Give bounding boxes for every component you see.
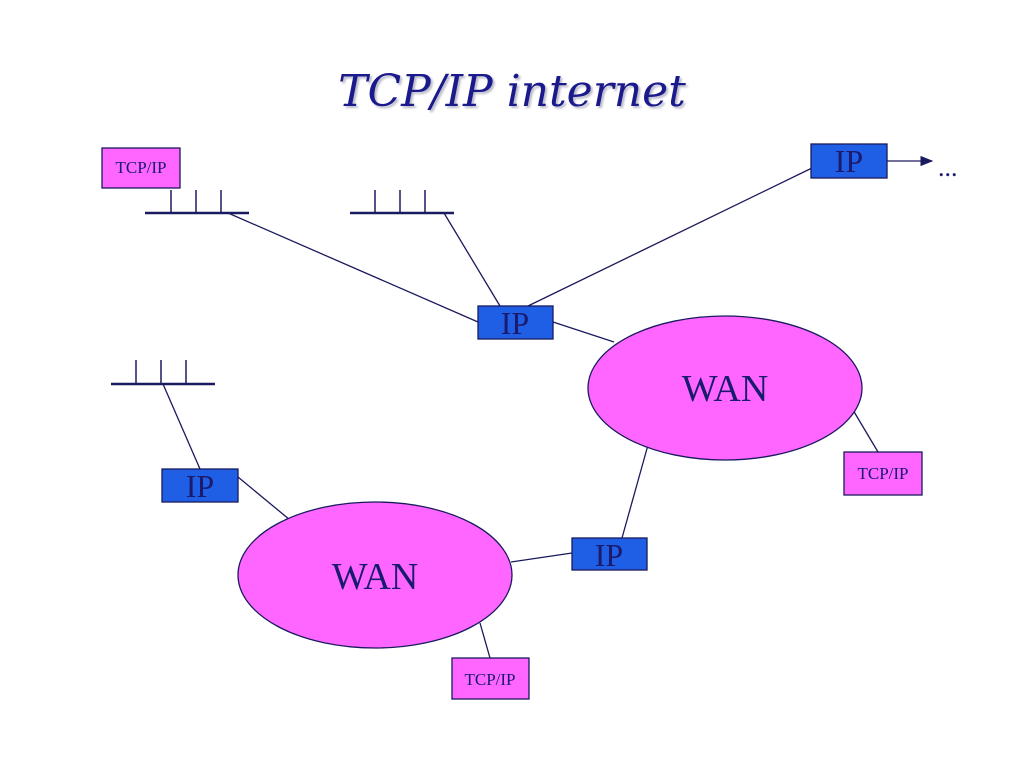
ip-router-bottom: IP — [571, 537, 648, 573]
ip-router-left-label: IP — [186, 468, 214, 504]
tcpip-host-top-left-label: TCP/IP — [115, 158, 166, 177]
link-wan-left-host-bottom — [479, 622, 491, 659]
lan-segment-3 — [111, 360, 215, 386]
ip-router-left: IP — [161, 468, 239, 504]
wan-right: WAN — [587, 315, 863, 461]
link-wan-right-host-right — [852, 409, 879, 453]
lan-segment-1 — [145, 190, 249, 215]
wan-left-label: WAN — [332, 556, 419, 598]
tcpip-host-bottom: TCP/IP — [451, 657, 530, 700]
wan-right-label: WAN — [682, 368, 769, 410]
link-router-center-router-topright — [527, 167, 813, 307]
ip-router-center: IP — [477, 305, 554, 341]
tcpip-host-top-left: TCP/IP — [101, 147, 181, 189]
ip-router-bottom-label: IP — [595, 537, 623, 573]
wan-left: WAN — [237, 501, 513, 649]
slide-title: TCP/IP internet — [338, 66, 686, 117]
ip-router-top-right-label: IP — [835, 143, 863, 179]
lan-segment-2 — [350, 190, 454, 215]
ip-router-center-label: IP — [501, 305, 529, 341]
connection-lines — [162, 155, 934, 659]
link-lan2-router-center — [443, 212, 501, 307]
tcpip-host-right: TCP/IP — [843, 451, 923, 496]
tcpip-host-bottom-label: TCP/IP — [464, 670, 515, 689]
link-router-left-wan-left — [237, 476, 291, 521]
link-lan1-router-center — [227, 212, 479, 323]
link-wan-right-router-bottom — [621, 444, 649, 539]
ip-router-top-right: IP — [810, 143, 888, 179]
tcpip-host-right-label: TCP/IP — [857, 464, 908, 483]
link-router-center-wan-right — [552, 321, 615, 343]
link-lan3-router-left — [162, 383, 201, 470]
continuation-ellipsis: ... — [938, 153, 958, 182]
lan-segments — [111, 190, 454, 386]
link-wan-left-router-bottom — [510, 552, 573, 563]
